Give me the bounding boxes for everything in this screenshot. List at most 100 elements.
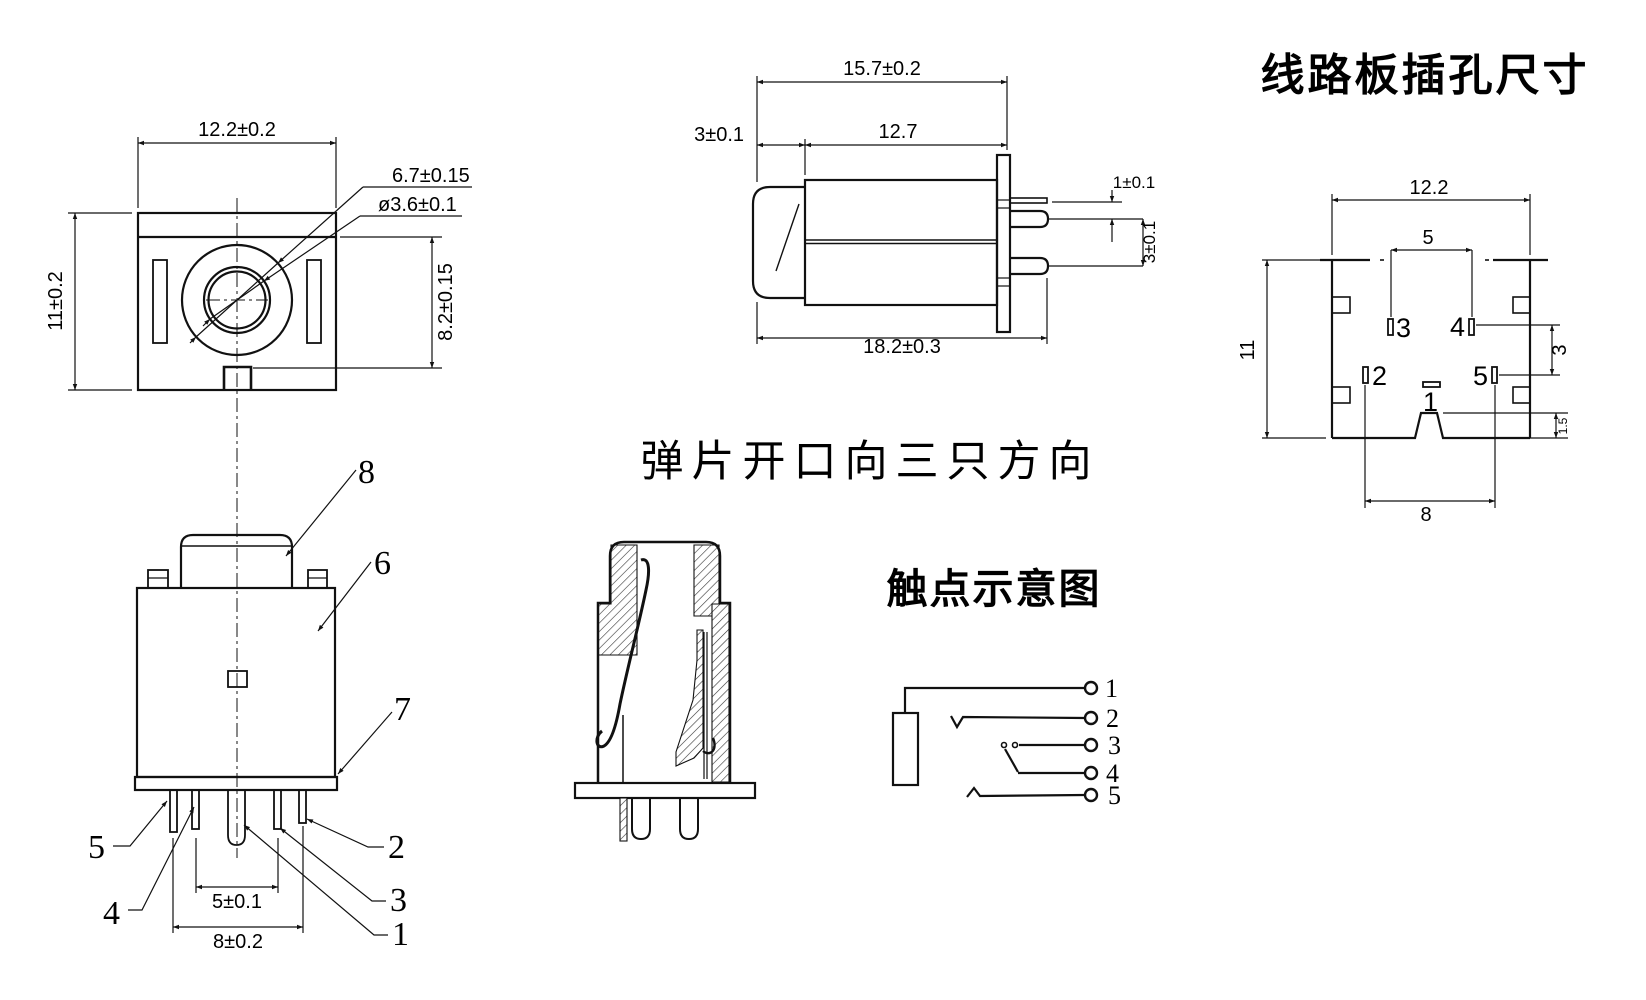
pcb-pad-label-1: 1 xyxy=(1423,387,1438,417)
barrel-inner-circle xyxy=(207,270,267,330)
terminal-circle-1 xyxy=(1083,680,1099,696)
pin-d xyxy=(273,789,282,830)
terminal-label-5: 5 xyxy=(1108,781,1121,810)
part-label-6: 6 xyxy=(374,545,391,582)
pcb-pad-1 xyxy=(1422,381,1441,388)
front-right-slot xyxy=(306,259,322,344)
switch-blade xyxy=(1004,748,1019,773)
pcb-pad-4 xyxy=(1468,318,1475,336)
pcb-notch-left-bottom xyxy=(1331,386,1351,404)
dim-side-pin-pitch: 3±0.1 xyxy=(1140,221,1159,263)
dim-pin-inner-pitch: 5±0.1 xyxy=(212,891,262,913)
pcb-pad-3 xyxy=(1387,318,1394,336)
right-shoulder-lug xyxy=(307,569,328,589)
dim-side-body: 12.7 xyxy=(879,121,918,143)
pcb-bottom-edge-with-bump xyxy=(1332,411,1530,440)
wire-terminal-2 xyxy=(950,715,1086,730)
wire-terminal-5 xyxy=(966,786,1086,798)
dim-front-width: 12.2±0.2 xyxy=(198,119,276,141)
pcb-notch-right-bottom xyxy=(1512,386,1531,404)
pcb-notch-right-top xyxy=(1512,296,1531,314)
housing-center-window xyxy=(227,670,248,688)
dim-pcb-bottom-pitch: 8 xyxy=(1420,504,1431,526)
terminal-label-1: 1 xyxy=(1105,674,1118,703)
side-body-outline xyxy=(803,178,999,307)
bottom-front-view: 8 6 7 5 4 2 3 1 5±0.1 8±0.2 xyxy=(88,454,411,953)
side-view: 15.7±0.2 3±0.1 12.7 1±0.1 3±0.1 18.2±0.3 xyxy=(694,58,1159,358)
terminal-label-2: 2 xyxy=(1106,704,1119,733)
dim-front-inner-height: 8.2±0.15 xyxy=(435,263,457,341)
spring-direction-note: 弹片开口向三只方向 xyxy=(641,439,1100,486)
pin-c-center xyxy=(227,790,246,846)
pcb-notch-left-top xyxy=(1331,296,1351,314)
dim-side-pin-step: 1±0.1 xyxy=(1113,173,1155,192)
part-label-7: 7 xyxy=(394,691,411,728)
dim-pcb-height: 11 xyxy=(1237,340,1259,361)
dim-side-overall-top: 15.7±0.2 xyxy=(843,58,921,80)
plug-symbol xyxy=(891,711,920,787)
side-cap-outline xyxy=(751,185,805,300)
schematic-title: 触点示意图 xyxy=(887,566,1102,612)
dim-hole-offset: 6.7±0.15 xyxy=(392,165,470,187)
side-pin-2 xyxy=(1010,256,1050,276)
section-pin-terminal xyxy=(619,797,628,842)
housing-body-outline xyxy=(135,586,337,779)
section-spring-contact xyxy=(595,558,651,749)
section-base-flange xyxy=(573,781,757,800)
side-cap-strut xyxy=(775,203,800,272)
front-left-slot xyxy=(152,259,168,344)
part-label-3: 3 xyxy=(390,882,407,919)
dim-pcb-bump-height: 1.5 xyxy=(1556,417,1570,434)
pcb-pad-5 xyxy=(1491,366,1498,384)
terminal-circle-5 xyxy=(1083,787,1099,803)
pcb-pad-label-2: 2 xyxy=(1372,361,1387,391)
dim-pcb-top-pitch: 5 xyxy=(1422,227,1433,249)
housing-base xyxy=(133,775,339,792)
pcb-pad-label-4: 4 xyxy=(1450,312,1465,342)
pin-a xyxy=(169,789,178,833)
plunger-cap-outline xyxy=(179,533,294,588)
switch-pivot-dot xyxy=(1000,741,1008,749)
side-pin-1 xyxy=(1010,209,1050,229)
section-pin-u1 xyxy=(631,798,651,841)
side-flange xyxy=(995,153,1012,334)
front-body-outline xyxy=(136,211,338,392)
terminal-circle-4 xyxy=(1083,765,1099,781)
section-pin-u2 xyxy=(679,798,699,841)
part-label-5: 5 xyxy=(88,829,105,866)
dim-side-overall-bottom: 18.2±0.3 xyxy=(863,336,941,358)
dim-pin-outer-pitch: 8±0.2 xyxy=(213,931,263,953)
dim-front-height: 11±0.2 xyxy=(45,271,67,331)
pcb-view: 线路板插孔尺寸 3 4 2 5 1 12.2 5 11 xyxy=(1237,51,1590,526)
part-label-2: 2 xyxy=(388,829,405,866)
pcb-title: 线路板插孔尺寸 xyxy=(1261,51,1590,100)
front-bottom-tab xyxy=(222,365,253,390)
section-left-wall xyxy=(597,544,638,656)
section-right-lower-wall xyxy=(711,603,730,783)
section-right-hook xyxy=(702,737,716,755)
front-view: 12.2±0.2 11±0.2 8.2±0.15 6.7±0.15 ø3.6±0… xyxy=(45,119,472,858)
terminal-circle-3 xyxy=(1083,737,1099,753)
dim-pcb-right-pitch: 3 xyxy=(1549,344,1571,355)
part-label-4: 4 xyxy=(103,895,120,932)
section-outline xyxy=(596,540,732,783)
wire-terminal-1 xyxy=(903,686,1085,713)
terminal-label-3: 3 xyxy=(1108,731,1121,760)
contact-schematic: 触点示意图 1 2 3 4 5 xyxy=(887,566,1122,810)
barrel-mid-circle xyxy=(202,265,272,335)
terminal-label-4: 4 xyxy=(1106,759,1119,788)
switch-contact-dot xyxy=(1011,741,1019,749)
pcb-pad-label-5: 5 xyxy=(1473,361,1488,391)
barrel-outer-circle xyxy=(180,243,294,357)
left-shoulder-lug xyxy=(147,569,169,589)
part-label-8: 8 xyxy=(358,454,375,491)
dim-side-cap: 3±0.1 xyxy=(694,124,744,146)
pcb-pad-label-3: 3 xyxy=(1396,313,1411,343)
section-view xyxy=(573,540,757,842)
side-flat-pin xyxy=(1009,197,1048,204)
part-label-1: 1 xyxy=(392,916,409,953)
pcb-pad-2 xyxy=(1362,366,1369,384)
pin-e xyxy=(298,789,307,824)
